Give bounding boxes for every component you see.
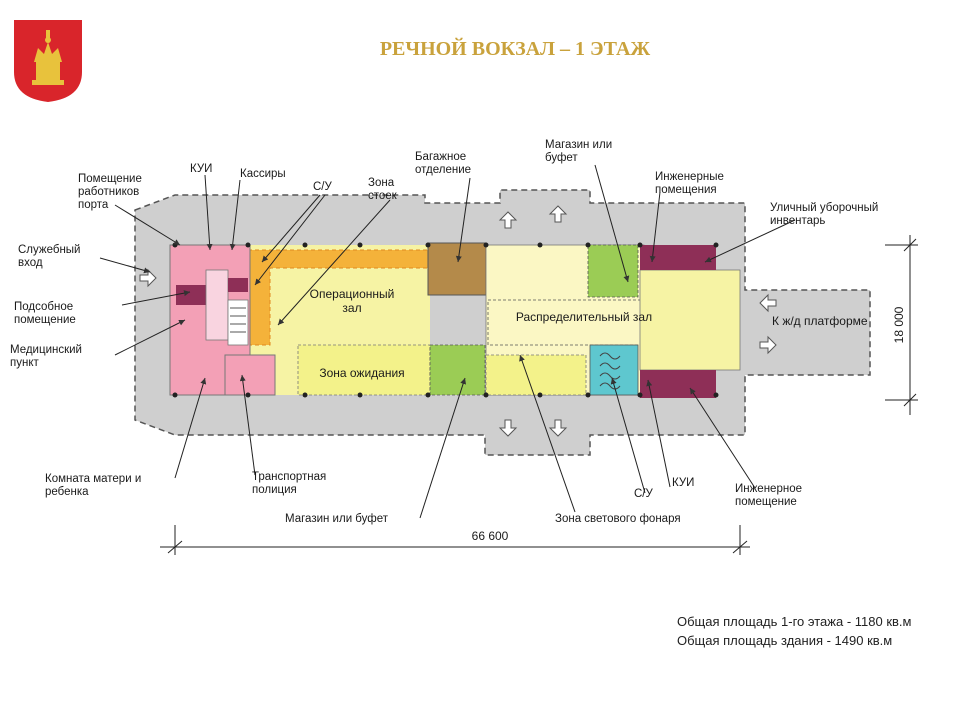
- label-kui-bottom: КУИ: [672, 477, 694, 489]
- label-transport-police: Транспортная: [252, 471, 326, 483]
- label-shop-top: Магазин или: [545, 139, 612, 151]
- waiting-zone: [297, 344, 431, 396]
- label-waiting-zone: Зона ожидания: [319, 366, 404, 380]
- label-line: полиция: [252, 484, 297, 496]
- entrance-arrow-icon: [139, 205, 777, 437]
- platform-side-zone: [639, 269, 741, 371]
- label-su-bottom: С/У: [634, 488, 654, 500]
- label-to-platform: К ж/д платформе: [772, 314, 868, 328]
- label-su-top: С/У: [313, 181, 333, 193]
- label-cashiers: Кассиры: [240, 168, 286, 180]
- label-medical: Медицинский: [10, 344, 82, 356]
- label-engineering-bottom: Инженерное: [735, 483, 802, 495]
- label-mother-child: Комната матери и: [45, 473, 141, 485]
- label-line: буфет: [545, 152, 578, 164]
- label-shop-bottom: Магазин или буфет: [285, 513, 389, 525]
- area-summary: Общая площадь 1-го этажа - 1180 кв.м Общ…: [677, 612, 911, 650]
- engineering-top-zone: [640, 245, 716, 270]
- building-area-text: Общая площадь здания - 1490 кв.м: [677, 633, 893, 648]
- label-line: отделение: [415, 164, 471, 176]
- label-line: помещение: [14, 314, 76, 326]
- lightwell-zone: [589, 344, 639, 396]
- label-operations-hall: Операционный: [310, 287, 395, 301]
- label-street-inventory: Уличный уборочный: [770, 202, 878, 214]
- label-stand-zone: Зона: [368, 177, 395, 189]
- label-distribution-hall: Распределительный зал: [516, 310, 652, 324]
- label-utility-room: Подсобное: [14, 301, 73, 313]
- label-line: инвентарь: [770, 215, 825, 227]
- label-line: помещение: [735, 496, 797, 508]
- page-title: РЕЧНОЙ ВОКЗАЛ – 1 ЭТАЖ: [379, 38, 651, 60]
- floor-area-text: Общая площадь 1-го этажа - 1180 кв.м: [677, 614, 912, 629]
- label-line: помещения: [655, 184, 717, 196]
- shop-bottom-zone: [429, 344, 486, 396]
- label-line: пункт: [10, 357, 39, 369]
- label-kui-top: КУИ: [190, 163, 212, 175]
- label-lightwell-zone: Зона светового фонаря: [555, 513, 681, 525]
- label-service-entrance: Служебный: [18, 244, 80, 256]
- baggage-zone: [427, 242, 487, 296]
- label-engineering-top: Инженерные: [655, 171, 724, 183]
- tver-coat-of-arms-icon: [14, 20, 82, 102]
- label-line: зал: [342, 301, 361, 315]
- label-baggage: Багажное: [415, 151, 466, 163]
- label-line: вход: [18, 257, 43, 269]
- label-staff-room: Помещение: [78, 173, 142, 185]
- dimension-height: [885, 235, 918, 415]
- label-line: стоек: [368, 190, 398, 202]
- label-dim-height: 18 000: [892, 306, 906, 343]
- label-line: работников: [78, 186, 139, 198]
- dimension-width: [160, 525, 750, 555]
- label-dim-width: 66 600: [472, 529, 509, 543]
- engineering-bottom-zone: [640, 370, 716, 398]
- label-line: ребенка: [45, 486, 89, 498]
- label-line: порта: [78, 199, 109, 211]
- shop-top-zone: [587, 244, 639, 298]
